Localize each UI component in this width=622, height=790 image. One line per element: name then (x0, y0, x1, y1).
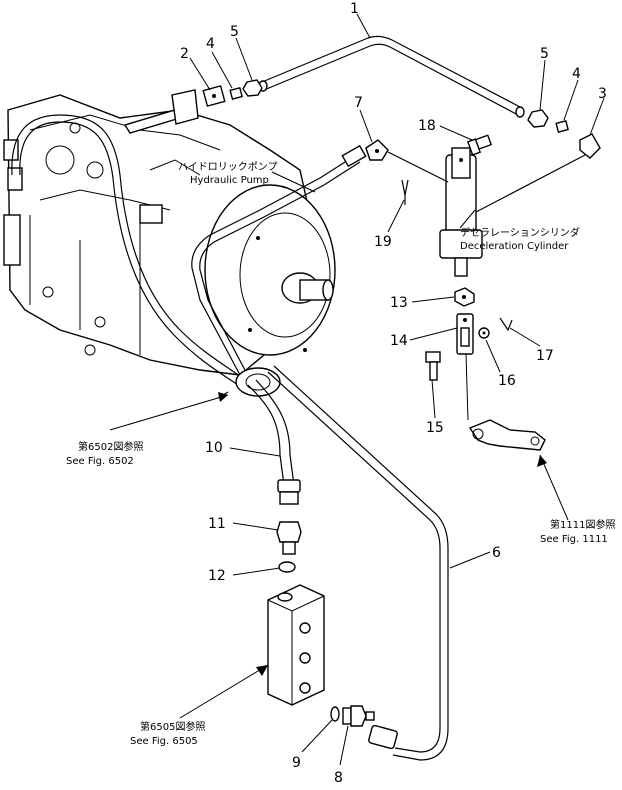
pipe-7-to-cylinder (387, 151, 449, 183)
fitting-3-elbow (579, 133, 601, 159)
caption-decel-cylinder-jp: デセラレーションシリンダ (460, 226, 580, 239)
label-part-4-left: 4 (206, 36, 215, 52)
label-part-9: 9 (292, 755, 301, 771)
fitting-2 (202, 85, 226, 107)
label-part-1: 1 (350, 1, 359, 17)
fitting-7 (365, 139, 389, 161)
caption-ref-1111-jp: 第1111図参照 (550, 518, 615, 531)
caption-hydraulic-pump-en: Hydraulic Pump (190, 175, 269, 186)
fitting-4-left (229, 86, 243, 100)
pipe-6-upper (191, 144, 367, 376)
caption-ref-6502-jp: 第6502図参照 (78, 440, 143, 453)
washer-16 (478, 327, 490, 339)
label-part-11: 11 (208, 516, 226, 532)
pipe-6 (267, 365, 449, 761)
fitting-5-right (527, 109, 549, 128)
o-ring-12 (278, 561, 296, 573)
label-part-5-right: 5 (540, 46, 549, 62)
fitting-4-right (555, 119, 569, 133)
label-part-2: 2 (180, 46, 189, 62)
leader-lines (109, 13, 605, 766)
part-number-labels: 1 2 3 4 4 5 5 6 7 8 9 10 11 12 13 14 15 … (180, 1, 607, 786)
pin-19 (401, 179, 409, 205)
label-part-18: 18 (418, 118, 436, 134)
pipe-cylinder-to-3 (475, 154, 586, 213)
caption-ref-1111-en: See Fig. 1111 (540, 534, 608, 545)
bolt-15 (425, 351, 441, 381)
label-part-16: 16 (498, 373, 516, 389)
bolt-18 (466, 134, 493, 156)
pipe-1 (258, 35, 525, 118)
label-part-13: 13 (390, 295, 408, 311)
caption-ref-6502-en: See Fig. 6502 (66, 456, 134, 467)
caption-ref-6505-jp: 第6505図参照 (140, 720, 205, 733)
deceleration-cylinder (439, 147, 483, 277)
label-part-17: 17 (536, 348, 554, 364)
nut-13 (454, 287, 475, 307)
label-part-14: 14 (390, 333, 408, 349)
label-part-5-left: 5 (230, 24, 239, 40)
pin-17 (499, 317, 513, 332)
fitting-11 (276, 521, 302, 555)
hose-10 (247, 379, 301, 505)
lever-linkage (465, 353, 546, 451)
label-part-4-right: 4 (572, 66, 581, 82)
caption-hydraulic-pump-jp: ハイドロリックポンプ (178, 161, 278, 173)
caption-decel-cylinder-en: Deceleration Cylinder (460, 241, 569, 252)
fitting-8 (342, 705, 375, 727)
label-part-19: 19 (374, 234, 392, 250)
label-part-6: 6 (492, 545, 501, 561)
label-part-7: 7 (354, 95, 363, 111)
label-part-8: 8 (334, 770, 343, 786)
label-part-15: 15 (426, 420, 444, 436)
caption-ref-6505-en: See Fig. 6505 (130, 736, 198, 747)
fitting-5-left (242, 79, 263, 97)
clevis-14 (456, 313, 474, 355)
valve-block (267, 584, 325, 706)
captions: ハイドロリックポンプ Hydraulic Pump デセラレーションシリンダ D… (66, 161, 615, 747)
label-part-3: 3 (598, 86, 607, 102)
hydraulic-pump (3, 89, 336, 376)
pump-tube (11, 114, 246, 386)
label-part-10: 10 (205, 440, 223, 456)
o-ring-9 (330, 706, 340, 722)
label-part-12: 12 (208, 568, 226, 584)
